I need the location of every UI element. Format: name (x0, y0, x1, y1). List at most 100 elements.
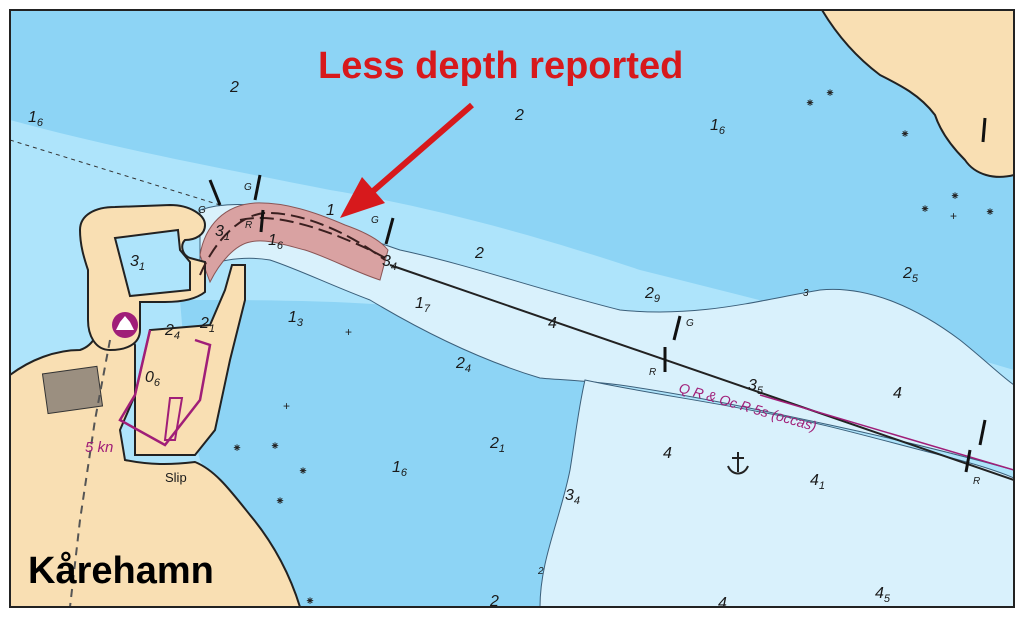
sounding: 2 (474, 245, 484, 262)
sounding: 2 (514, 107, 524, 124)
beacon-letters: G G R G G R R (198, 182, 980, 487)
beacon-letter: G (198, 205, 206, 216)
leading-line (389, 264, 1014, 481)
contour-label: 2 (537, 566, 544, 577)
sounding: 3 (130, 253, 139, 270)
sounding-sub: 1 (209, 323, 215, 335)
svg-text:4: 4 (718, 595, 727, 612)
sounding-sub: 4 (465, 363, 471, 375)
sounding-sub: 6 (719, 125, 726, 137)
sounding: 4 (548, 315, 557, 332)
svg-text:⁕: ⁕ (305, 594, 315, 608)
svg-text:21: 21 (489, 435, 505, 455)
beacon-letter: R (973, 476, 980, 487)
svg-text:2: 2 (229, 79, 239, 96)
sounding: 3 (565, 487, 574, 504)
callout-text: Less depth reported (318, 45, 683, 87)
svg-text:34: 34 (565, 487, 580, 507)
svg-text:17: 17 (415, 295, 431, 315)
building (41, 365, 104, 415)
sounding: 0 (145, 369, 154, 386)
callout-arrow (340, 102, 474, 218)
sounding-sub: 4 (391, 261, 397, 273)
sounding: 4 (810, 472, 819, 489)
speed-limit-label: 5 kn (85, 439, 113, 456)
obstruction-symbols: ⁕⁕ ⁕⁕ ⁕⁕ ++ +⁕ ⁕⁕ ⁕⁕ (232, 86, 995, 608)
sounding: 1 (28, 109, 37, 126)
beacon-letter: R (245, 220, 252, 231)
svg-text:2: 2 (537, 566, 544, 577)
svg-text:16: 16 (28, 109, 44, 129)
approach-line-land (69, 339, 111, 607)
sounding-sub: 6 (277, 240, 284, 252)
sounding: 1 (288, 309, 297, 326)
dashed-track-2 (239, 216, 386, 259)
sounding: 2 (229, 79, 239, 96)
svg-text:+: + (950, 209, 957, 223)
anchor-icon (727, 452, 749, 475)
svg-text:25: 25 (902, 265, 919, 285)
sounding: 2 (489, 593, 499, 610)
svg-text:06: 06 (145, 369, 161, 389)
sounding-sub: 9 (654, 293, 660, 305)
svg-text:⁕: ⁕ (298, 464, 308, 478)
sounding-sub: 5 (912, 273, 919, 285)
sounding-sub: 5 (757, 385, 764, 397)
land-northeast (820, 10, 1014, 178)
svg-text:29: 29 (644, 285, 660, 305)
harbour-light-icon (112, 312, 138, 338)
dashed-track-1 (199, 211, 386, 276)
sounding-sub: 6 (401, 467, 408, 479)
sounding-sub: 4 (174, 330, 180, 342)
svg-text:4: 4 (548, 315, 557, 332)
sounding: 2 (489, 435, 499, 452)
svg-text:+: + (345, 325, 352, 339)
sounding: 4 (663, 445, 672, 462)
sounding-sub: 5 (884, 593, 891, 605)
sounding: 1 (268, 232, 277, 249)
svg-text:⁕: ⁕ (950, 189, 960, 203)
beacon-letter: G (371, 215, 379, 226)
sounding: 3 (748, 377, 757, 394)
svg-text:16: 16 (710, 117, 726, 137)
svg-text:⁕: ⁕ (275, 494, 285, 508)
sounding-sub: 6 (37, 117, 44, 129)
sounding: 1 (415, 295, 424, 312)
south-jetty (134, 264, 246, 456)
sounding-sub: 1 (224, 231, 230, 243)
svg-text:2: 2 (514, 107, 524, 124)
svg-text:1: 1 (326, 202, 335, 219)
sounding: 1 (710, 117, 719, 134)
sounding: 4 (875, 585, 884, 602)
svg-text:2: 2 (489, 593, 499, 610)
sounding-sub: 4 (574, 495, 580, 507)
svg-text:16: 16 (392, 459, 408, 479)
sounding: 1 (326, 202, 335, 219)
svg-text:3: 3 (803, 288, 809, 299)
beacon-letter: R (649, 367, 656, 378)
sounding-sub: 1 (499, 443, 505, 455)
sounding-sub: 1 (139, 261, 145, 273)
svg-text:⁕: ⁕ (900, 127, 910, 141)
svg-text:41: 41 (810, 472, 825, 492)
svg-text:4: 4 (663, 445, 672, 462)
svg-text:⁕: ⁕ (825, 86, 835, 100)
sounding: 2 (644, 285, 654, 302)
svg-text:4: 4 (893, 385, 902, 402)
svg-text:45: 45 (875, 585, 891, 605)
chart-frame (9, 9, 1015, 608)
sector-line (759, 394, 1014, 471)
sounding: 2 (902, 265, 912, 282)
sounding: 2 (164, 322, 174, 339)
beacon-letter: G (686, 318, 694, 329)
sounding: 3 (215, 223, 224, 240)
svg-text:2: 2 (474, 245, 484, 262)
svg-text:34: 34 (382, 253, 397, 273)
sounding-sub: 7 (424, 303, 431, 315)
svg-text:⁕: ⁕ (805, 96, 815, 110)
sounding: 2 (199, 315, 209, 332)
svg-text:⁕: ⁕ (232, 441, 242, 455)
sounding: 4 (718, 595, 727, 612)
quay-outline (118, 329, 212, 447)
